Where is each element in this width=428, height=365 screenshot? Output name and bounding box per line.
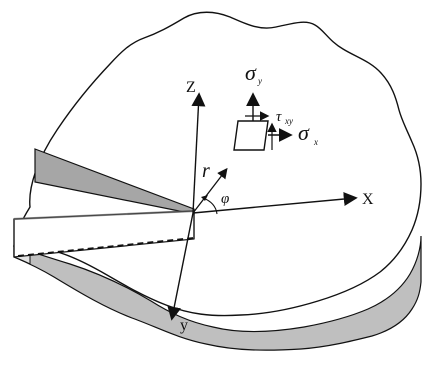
y-axis-line [167,212,194,321]
x-axis-line [192,192,358,214]
tau-xy-label: τ [276,109,282,125]
crack-region [13,148,195,258]
angle-label: φ [221,191,229,207]
x-axis-label: X [362,191,374,208]
z-axis-line [191,92,206,214]
crack-front-shadow [13,209,195,221]
radius-line [192,167,228,214]
radius-label: r [202,160,210,182]
coordinate-axes [167,92,358,321]
plate-bottom-edge [13,235,422,351]
angle-arrow-head [201,195,208,201]
diagram-labels: Z X y r φ σ y τ xy σ x [180,60,374,334]
sigma-x-label: σ [298,120,310,145]
tau-xy-subscript: xy [284,116,293,126]
stress-element-group [233,92,293,151]
sigma-x-subscript: x [313,137,318,147]
sigma-y-subscript: y [257,76,262,86]
sigma-y-label: σ [245,60,257,85]
z-axis-label: Z [186,79,196,96]
stress-element [233,120,269,151]
y-axis-label: y [180,317,188,334]
